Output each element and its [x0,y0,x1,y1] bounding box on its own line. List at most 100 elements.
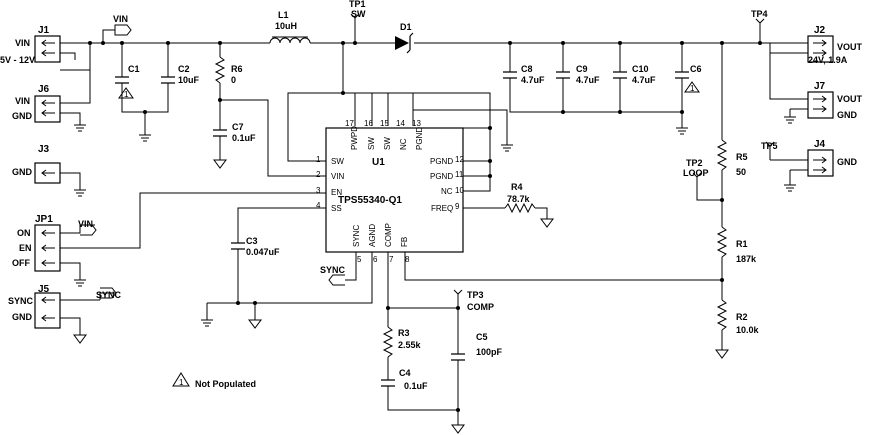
pin-num-11: 11 [455,170,464,179]
j2-ref: J2 [814,25,826,36]
pin-num-2: 2 [316,170,321,179]
c10-value: 4.7uF [632,75,656,85]
c5-ref: C5 [476,332,488,342]
j7-gnd: GND [837,110,858,120]
tp2-symbol [692,172,702,182]
tp3-symbol [453,289,463,296]
ground-symbols [73,116,796,434]
pin-num-13: 13 [412,119,421,128]
c6-ref: C6 [690,64,702,74]
u1-part: TPS55340-Q1 [338,195,402,206]
pin-sw16: SW [367,137,376,150]
legend-triangle [172,372,190,387]
c7-symbol [213,129,227,137]
l1-inductor: L1 10uH [269,10,311,44]
pin-pgnd11: PGND [430,172,453,181]
pin-num-16: 16 [364,119,373,128]
tp3-ref: TP3 [467,290,484,300]
r5-ref: R5 [736,152,748,162]
r1-value: 187k [736,254,757,264]
d1-diode: D1 [395,22,414,54]
r5-symbol [716,139,728,171]
pin-en: EN [331,188,342,197]
j3-ref: J3 [38,144,50,155]
pin-sw15: SW [383,137,392,150]
c7-value: 0.1uF [232,133,256,143]
c1-ref: C1 [128,64,140,74]
j5-body [34,292,61,329]
pin-agnd: AGND [368,224,377,247]
r2-symbol [716,299,728,331]
j3-gnd: GND [12,167,33,177]
sync-net-flag [328,274,345,286]
c6-np-triangle [684,81,700,93]
pin-nc10: NC [441,187,453,196]
r3-ref: R3 [398,328,410,338]
pin-nc14: NC [399,138,408,150]
gnd-c7 [213,159,227,169]
r4-ref: R4 [511,182,523,192]
jp1-off: OFF [12,258,30,268]
r3-value: 2.55k [398,340,422,350]
jp1-vin-label: VIN [78,219,93,229]
l1-value: 10uH [275,21,297,31]
tp1-net: SW [351,9,366,19]
c9-ref: C9 [576,64,588,74]
vin-net-flag [114,24,132,36]
pin-freq: FREQ [431,204,453,213]
j2-rating: 24V, 1.9A [808,55,848,65]
pin-num-14: 14 [396,119,405,128]
r1-ref: R1 [736,239,748,249]
j5-sync-flag [100,287,117,299]
c3-value: 0.047uF [246,247,280,257]
gnd-agnd [248,319,262,329]
gnd-c3 [201,319,213,327]
pin-num-7: 7 [389,255,394,264]
jp1-body [34,224,61,272]
c9-symbol [556,71,570,79]
pin-num-3: 3 [316,186,321,195]
gnd-pgnd [501,144,513,152]
r2-ref: R2 [736,312,748,322]
c4-symbol [381,379,395,387]
gnd-r2 [715,349,729,359]
j5-sync: SYNC [8,296,34,306]
c1-symbol [115,76,129,84]
c8-ref: C8 [521,64,533,74]
j1-range: 5V - 12V [0,55,35,65]
pin-sw1: SW [331,157,344,166]
u1-ic: U1 TPS55340-Q1 SW VIN EN SS 1 2 3 4 PGND… [316,119,464,264]
gnd-r4 [540,218,554,228]
j1-body [34,35,61,63]
j6-gnd: GND [12,111,33,121]
c10-ref: C10 [632,64,649,74]
r6-ref: R6 [231,64,243,74]
r5-value: 50 [736,167,746,177]
c8-value: 4.7uF [521,75,545,85]
r3-symbol [382,326,394,358]
pin-num-9: 9 [455,202,460,211]
c2-value: 10uF [178,75,200,85]
tp1-symbol [350,13,360,28]
c4-value: 0.1uF [404,381,428,391]
c5-symbol [451,353,465,361]
tp5-ref: TP5 [761,141,778,151]
pin-num-1: 1 [316,155,321,164]
j2-body [807,35,834,63]
pin-pgnd12: PGND [430,157,453,166]
pin-num-8: 8 [405,255,410,264]
vin-net-label: VIN [113,14,128,24]
tp2-net: LOOP [683,168,709,178]
c1-np-triangle [118,87,134,99]
r1-symbol [716,226,728,258]
j4-body [807,149,834,177]
tp4-symbol [755,18,765,33]
sync-net-label: SYNC [320,265,346,275]
gnd-jp1 [74,279,86,287]
pin-num-17: 17 [345,119,354,128]
r6-symbol [214,56,226,84]
gnd-j5 [73,334,87,344]
c10-symbol [613,71,627,79]
j7-ref: J7 [814,81,826,92]
